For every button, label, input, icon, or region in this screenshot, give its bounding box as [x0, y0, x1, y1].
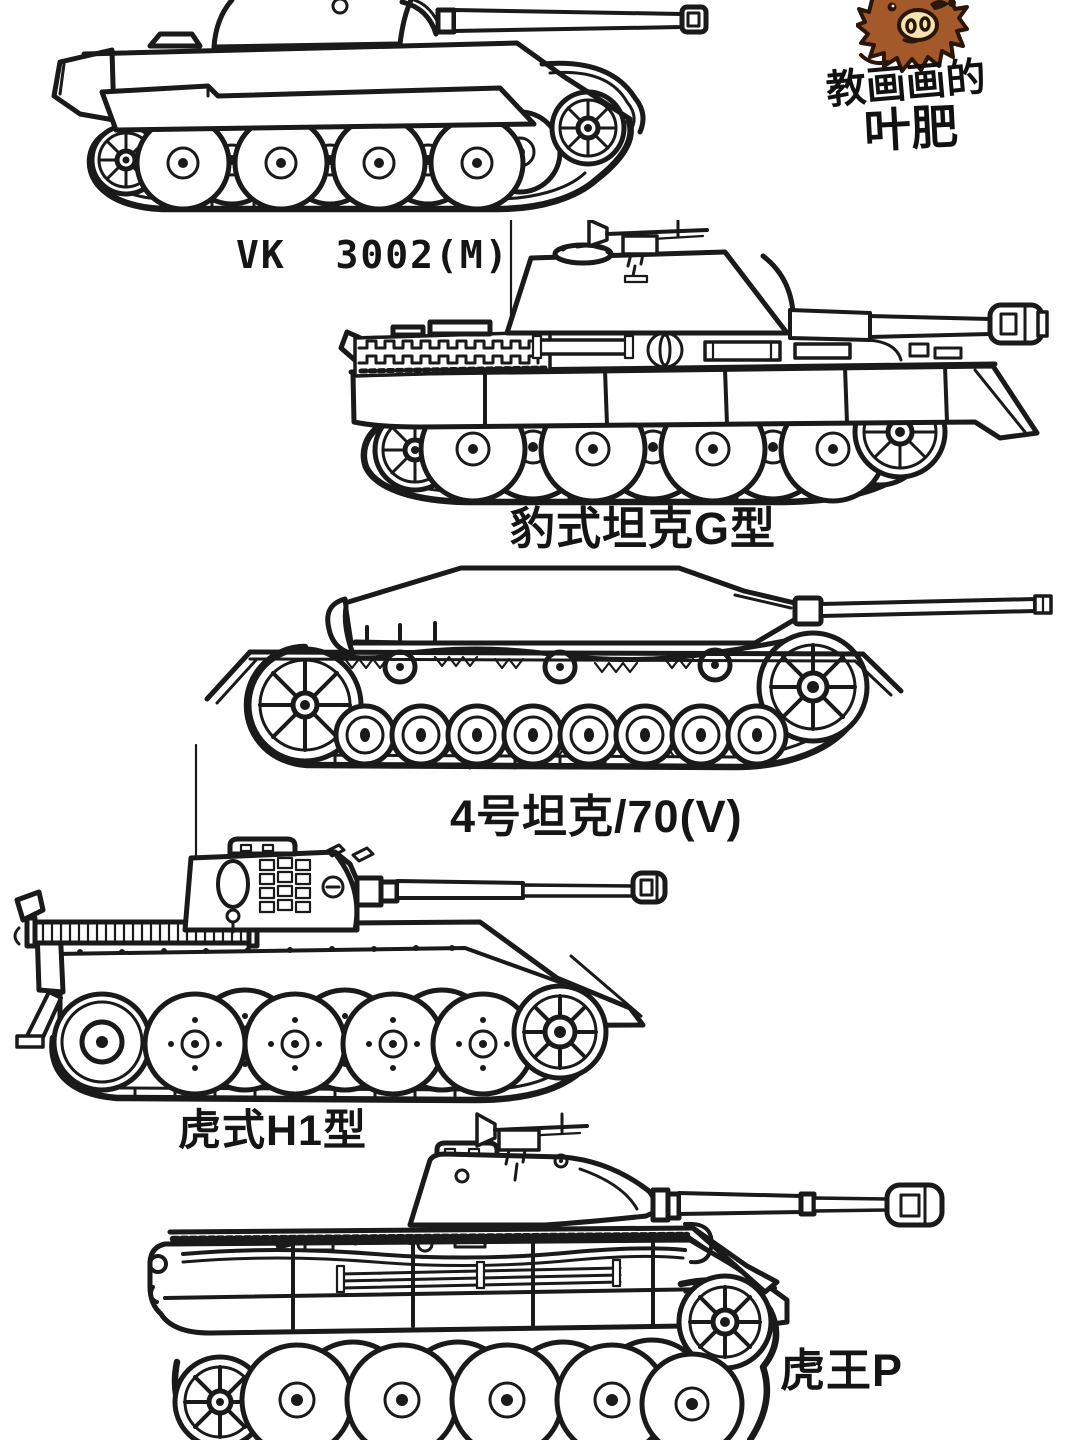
cupola — [227, 836, 298, 857]
tiger-h1-drawing — [13, 743, 668, 1104]
tank-label-tiger-h1: 虎式H1型 — [178, 1107, 367, 1155]
turret — [211, 0, 457, 50]
gun-barrel — [650, 1182, 945, 1228]
deck-tools — [531, 331, 963, 369]
turret — [504, 242, 796, 336]
ear — [930, 0, 949, 10]
gun-barrel — [452, 4, 709, 35]
arm — [859, 53, 890, 66]
cupola — [552, 242, 614, 266]
vk3002m-drawing — [51, 0, 709, 213]
aa-machine-gun — [475, 1112, 589, 1182]
snout — [897, 8, 939, 42]
hull — [147, 1221, 790, 1336]
gun-barrel — [788, 302, 1049, 346]
artist-signature-line2: 叶肥 — [862, 99, 960, 160]
drive-sprocket — [511, 983, 609, 1081]
casemate-superstructure — [325, 565, 802, 657]
drive-sprocket — [549, 89, 627, 167]
panther-g-drawing — [338, 220, 1049, 506]
hull — [51, 28, 646, 135]
road-wheels — [246, 630, 870, 767]
boar-mascot — [856, 0, 969, 73]
panzer-iv-70-drawing — [204, 565, 1053, 771]
gun-barrel — [354, 870, 668, 908]
gun-barrel — [792, 594, 1053, 627]
drive-sprocket — [676, 1273, 774, 1371]
tank-label-panzer-iv-70: 4号坦克/70(V) — [450, 791, 743, 842]
rivets — [77, 945, 455, 955]
rear-deck-rack — [353, 319, 552, 378]
idler-wheel — [51, 991, 153, 1093]
turret — [407, 1140, 662, 1228]
idler-wheel — [246, 646, 364, 764]
tank-label-king-tiger-p: 虎王P — [780, 1345, 904, 1396]
eye — [887, 2, 897, 12]
king-tiger-p-drawing — [147, 1112, 945, 1440]
aa-machine-gun — [587, 220, 709, 284]
tank-label-vk3002m: VK 3002(M) — [236, 233, 510, 277]
road-wheels — [89, 89, 627, 212]
spare-track-links — [258, 856, 312, 914]
turret — [182, 836, 395, 934]
tank-label-panther-g: 豹式坦克G型 — [510, 503, 777, 554]
road-wheels — [51, 983, 609, 1097]
road-wheels — [172, 1273, 774, 1440]
